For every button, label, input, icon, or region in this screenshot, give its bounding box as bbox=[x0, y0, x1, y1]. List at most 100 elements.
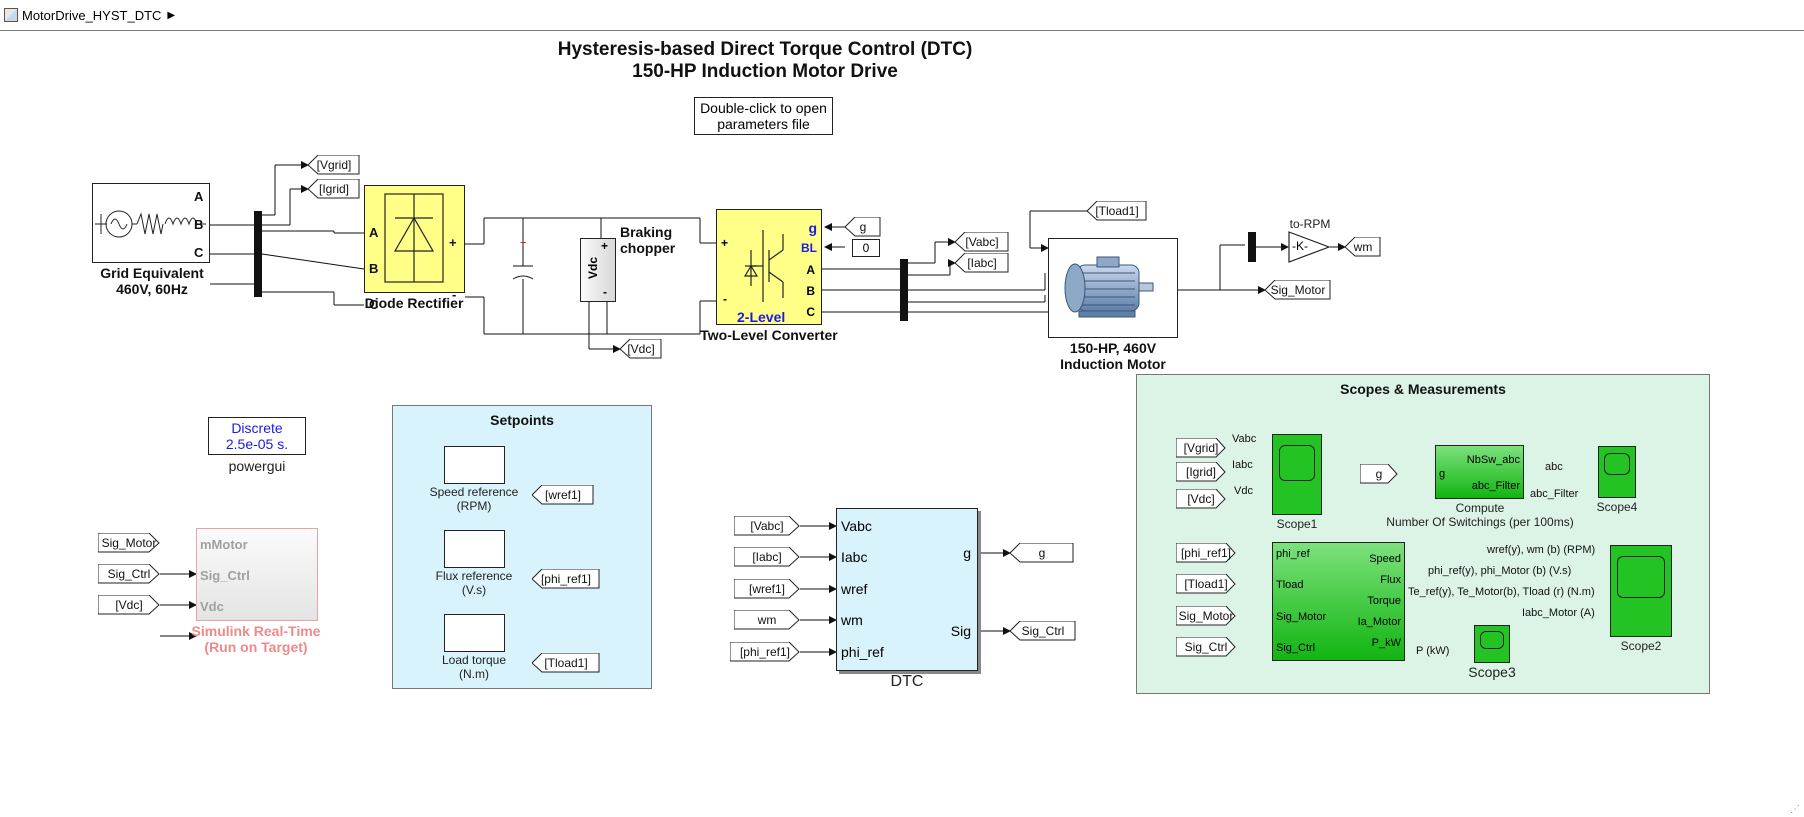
goto-igrid-label: [Igrid] bbox=[318, 182, 349, 196]
goto-vgrid-label: [Vgrid] bbox=[316, 158, 352, 172]
meas-port-sig-motor: Sig_Motor bbox=[1276, 611, 1327, 623]
from-tload1-motor-label: [Tload1] bbox=[1095, 204, 1139, 218]
rectifier-minus: - bbox=[452, 287, 457, 302]
from-vdc-scope1-label: [Vdc] bbox=[1187, 492, 1215, 506]
from-vdc-slrt[interactable]: [Vdc] bbox=[98, 595, 160, 615]
measurements-block[interactable]: phi_ref Tload Sig_Motor Sig_Ctrl Speed F… bbox=[1272, 542, 1405, 661]
goto-g-dtc[interactable]: g bbox=[1010, 543, 1074, 563]
speed-reference-block[interactable] bbox=[444, 446, 505, 484]
from-iabc-dtc[interactable]: [Iabc] bbox=[734, 547, 800, 567]
chopper-plus: + bbox=[601, 239, 609, 253]
goto-tload1[interactable]: [Tload1] bbox=[532, 653, 600, 673]
goto-vdc[interactable]: [Vdc] bbox=[620, 339, 662, 359]
bus-mux-grid[interactable] bbox=[254, 211, 262, 297]
resize-grip-icon[interactable]: ⋰ bbox=[1790, 804, 1800, 815]
scope1-label: Scope1 bbox=[1276, 517, 1318, 531]
meas-port-tload: Tload bbox=[1276, 579, 1304, 591]
goto-sig-motor[interactable]: Sig_Motor bbox=[1265, 280, 1331, 300]
breadcrumb-model[interactable]: MotorDrive_HYST_DTC bbox=[22, 7, 162, 23]
constant-zero-block[interactable]: 0 bbox=[852, 239, 880, 257]
goto-phi-ref1[interactable]: [phi_ref1] bbox=[532, 569, 600, 589]
from-sig-motor-slrt[interactable]: Sig_Motor bbox=[98, 533, 160, 553]
to-rpm-gain-block[interactable]: -K- bbox=[1288, 231, 1331, 263]
dtc-block[interactable]: Vabc Iabc wref wm phi_ref g Sig bbox=[836, 508, 978, 671]
goto-iabc-label: [Iabc] bbox=[967, 256, 997, 270]
slrt-block[interactable]: mMotor Sig_Ctrl Vdc bbox=[196, 528, 318, 621]
bus-mux-converter[interactable] bbox=[900, 259, 908, 321]
scope2-block[interactable] bbox=[1610, 545, 1672, 637]
compute-port-abc-filter: abc_Filter bbox=[1471, 480, 1520, 492]
from-vgrid-scope1[interactable]: [Vgrid] bbox=[1176, 438, 1226, 458]
dtc-label: DTC bbox=[890, 673, 924, 690]
meas-port-ia-motor: Ia_Motor bbox=[1357, 616, 1401, 628]
dtc-port-wm: wm bbox=[841, 612, 863, 628]
from-wm-dtc-label: wm bbox=[757, 613, 777, 627]
scope1-signal-vdc: Vdc bbox=[1234, 485, 1253, 497]
motor-icon bbox=[1064, 256, 1154, 318]
from-phi-ref1-meas[interactable]: [phi_ref1] bbox=[1176, 543, 1236, 563]
powergui-label: powergui bbox=[228, 458, 286, 474]
from-phi-ref1-dtc-label: [phi_ref1] bbox=[739, 645, 791, 659]
goto-wref1[interactable]: [wref1] bbox=[532, 485, 594, 505]
from-vdc-scope1[interactable]: [Vdc] bbox=[1176, 489, 1226, 509]
goto-sig-ctrl-label: Sig_Ctrl bbox=[1021, 624, 1065, 638]
chevron-right-icon[interactable]: ▶ bbox=[167, 9, 176, 21]
meas-port-torque: Torque bbox=[1367, 595, 1401, 607]
scope4-block[interactable] bbox=[1598, 446, 1636, 498]
powergui-block[interactable]: Discrete 2.5e-05 s. bbox=[208, 417, 306, 455]
from-wref1-dtc[interactable]: [wref1] bbox=[734, 579, 800, 599]
converter-port-a: A bbox=[806, 263, 815, 277]
flux-reference-block[interactable] bbox=[444, 530, 505, 568]
chopper-label-line1: Braking bbox=[620, 224, 673, 240]
from-g-compute[interactable]: g bbox=[1360, 464, 1398, 484]
model-title-line2: 150-HP Induction Motor Drive bbox=[632, 61, 898, 82]
braking-chopper-block[interactable]: Vdc + - bbox=[580, 238, 616, 302]
meas-signal-ia-motor: Iabc_Motor (A) bbox=[1522, 607, 1595, 619]
model-icon bbox=[4, 8, 18, 22]
from-igrid-scope1[interactable]: [Igrid] bbox=[1176, 462, 1226, 482]
goto-wm[interactable]: wm bbox=[1345, 237, 1381, 257]
from-vabc-dtc[interactable]: [Vabc] bbox=[734, 516, 800, 536]
to-rpm-gain-text: -K- bbox=[1292, 239, 1308, 253]
from-g[interactable]: g bbox=[845, 217, 881, 237]
breadcrumb[interactable]: MotorDrive_HYST_DTC ▶ bbox=[4, 6, 175, 24]
converter-port-b: B bbox=[806, 284, 815, 298]
slrt-label-line1: Simulink Real-Time bbox=[191, 623, 321, 639]
from-tload1-meas[interactable]: [Tload1] bbox=[1176, 574, 1236, 594]
slrt-port-sig-ctrl: Sig_Ctrl bbox=[200, 568, 250, 583]
goto-igrid[interactable]: [Igrid] bbox=[308, 179, 360, 199]
motor-label-line1: 150-HP, 460V bbox=[1069, 340, 1157, 356]
goto-iabc[interactable]: [Iabc] bbox=[955, 253, 1009, 273]
scope3-block[interactable] bbox=[1474, 625, 1510, 663]
load-torque-block[interactable] bbox=[444, 614, 505, 652]
from-wm-dtc[interactable]: wm bbox=[734, 610, 800, 630]
model-canvas[interactable]: Hysteresis-based Direct Torque Control (… bbox=[0, 31, 1804, 817]
goto-wref1-label: [wref1] bbox=[544, 488, 581, 502]
from-sig-ctrl-slrt[interactable]: Sig_Ctrl bbox=[98, 564, 160, 584]
motor-label-line2: Induction Motor bbox=[1060, 356, 1166, 372]
goto-vgrid[interactable]: [Vgrid] bbox=[308, 155, 360, 175]
from-phi-ref1-dtc[interactable]: [phi_ref1] bbox=[730, 642, 800, 662]
goto-sig-ctrl[interactable]: Sig_Ctrl bbox=[1010, 621, 1076, 641]
compute-label-line2: Number Of Switchings (per 100ms) bbox=[1386, 515, 1574, 529]
from-tload1-motor[interactable]: [Tload1] bbox=[1087, 201, 1147, 221]
igbt-icon bbox=[743, 230, 784, 302]
converter-plus: + bbox=[721, 236, 729, 250]
compute-switchings-block[interactable]: g NbSw_abc abc_Filter bbox=[1435, 445, 1524, 499]
dtc-port-vabc: Vabc bbox=[841, 518, 872, 534]
induction-motor-frame bbox=[1048, 238, 1178, 338]
scope1-block[interactable] bbox=[1272, 434, 1322, 515]
diode-rectifier-block[interactable] bbox=[364, 185, 465, 293]
from-sig-ctrl-meas[interactable]: Sig_Ctrl bbox=[1176, 637, 1236, 657]
parameters-note[interactable]: Double-click to open parameters file bbox=[694, 97, 833, 135]
two-level-converter-block[interactable]: g BL A B C + - 2-Level bbox=[716, 209, 822, 325]
to-rpm-label: to-RPM bbox=[1289, 217, 1331, 231]
goto-vabc[interactable]: [Vabc] bbox=[955, 232, 1009, 252]
powergui-line1: Discrete bbox=[231, 420, 283, 436]
slrt-port-vdc: Vdc bbox=[200, 599, 224, 614]
meas-signal-speed: wref(y), wm (b) (RPM) bbox=[1487, 544, 1596, 556]
grid-source-icon bbox=[95, 210, 206, 238]
from-sig-motor-meas[interactable]: Sig_Motor bbox=[1176, 606, 1236, 626]
bus-selector-motor[interactable] bbox=[1248, 232, 1256, 262]
grid-equivalent-block[interactable] bbox=[92, 183, 210, 263]
